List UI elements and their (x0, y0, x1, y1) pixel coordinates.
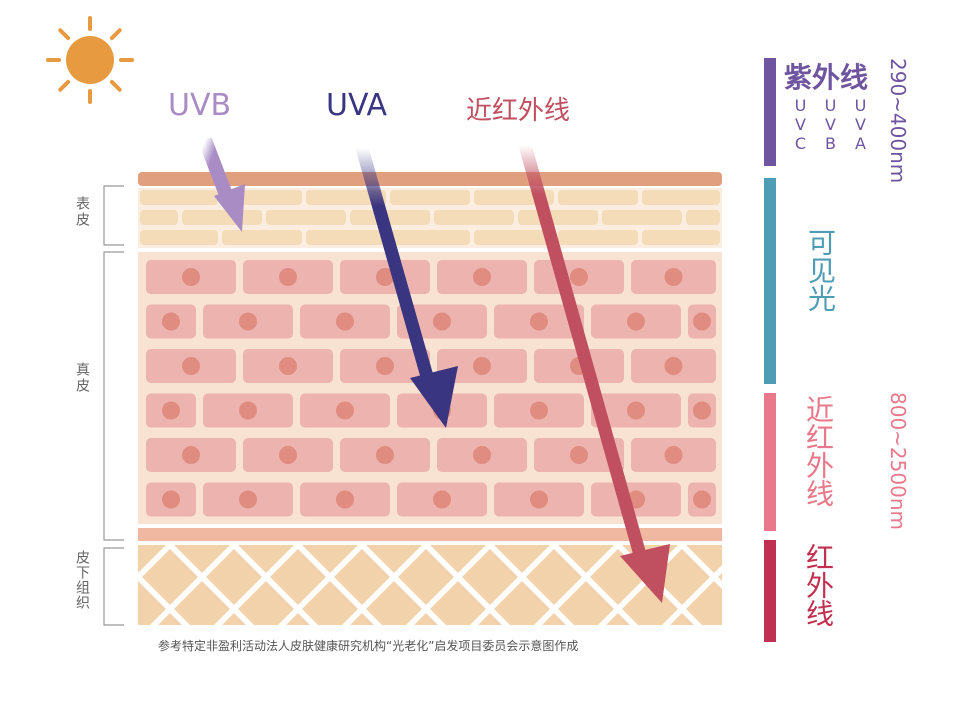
sun-ray (58, 28, 71, 41)
cell-nucleus (182, 268, 200, 286)
cell-nucleus (693, 490, 711, 509)
nir-label: 近红外线 (466, 96, 571, 126)
sun-ray (58, 79, 71, 92)
cell-nucleus (627, 312, 645, 331)
epidermis-cell (558, 230, 638, 245)
cell-nucleus (376, 268, 394, 286)
nir-title: 近红外线 (802, 395, 835, 507)
epidermis-cell (558, 190, 638, 205)
cell-nucleus (627, 401, 645, 420)
ir-band-bar (764, 540, 776, 642)
cell-nucleus (664, 268, 683, 286)
cell-nucleus (162, 312, 180, 331)
cell-nucleus (376, 446, 394, 464)
cell-nucleus (239, 312, 257, 331)
epidermis-cell (474, 230, 554, 245)
epidermis-cell (140, 210, 178, 225)
cell-nucleus (376, 357, 394, 375)
cell-nucleus (570, 268, 588, 286)
nir-band-bar (764, 393, 776, 531)
near-infrared-arrow (518, 143, 670, 603)
uva-sub-label: UVA (851, 96, 870, 153)
subcutis-label: 皮下组织 (74, 550, 90, 610)
cell-nucleus (239, 401, 257, 420)
uva-arrow (355, 146, 458, 428)
uv-range: 290~400nm (886, 58, 910, 184)
sun-ray (109, 79, 122, 92)
epidermis-label: 表皮 (74, 196, 90, 228)
uvc-label: UVC (791, 96, 810, 153)
nir-range: 800~2500nm (886, 392, 910, 530)
cell-nucleus (693, 401, 711, 420)
epidermis-cell (182, 210, 262, 225)
uvb-arrow (198, 137, 245, 232)
cell-nucleus (664, 446, 683, 464)
visible-band-bar (764, 178, 776, 384)
cell-nucleus (693, 312, 711, 331)
epidermis-cell (306, 190, 386, 205)
uv-band-bar (764, 58, 776, 166)
epidermis-cell (434, 210, 514, 225)
cell-nucleus (473, 446, 491, 464)
uv-title: 紫外线 (784, 61, 869, 94)
caption: 参考特定非盈利活动法人皮肤健康研究机构“光老化”启发项目委员会示意图作成 (158, 639, 579, 653)
uva-label: UVA (326, 88, 388, 123)
epidermis-cell (518, 210, 598, 225)
epidermis-cell (140, 190, 218, 205)
cell-nucleus (162, 401, 180, 420)
epidermis-cell (390, 230, 470, 245)
cell-nucleus (279, 268, 297, 286)
cell-nucleus (182, 357, 200, 375)
epidermis-cell (350, 210, 430, 225)
sun-icon (46, 16, 134, 104)
cell-nucleus (530, 490, 548, 509)
uvb-sub-label: UVB (821, 96, 840, 153)
skin-surface (138, 172, 722, 186)
epidermis-cell (266, 210, 346, 225)
uvb-label: UVB (168, 88, 232, 123)
cell-nucleus (182, 446, 200, 464)
cell-nucleus (239, 490, 257, 509)
cell-nucleus (162, 490, 180, 509)
cell-nucleus (530, 401, 548, 420)
epidermis-cell (390, 190, 470, 205)
cell-nucleus (530, 312, 548, 331)
cell-nucleus (473, 357, 491, 375)
dermis-label: 真皮 (74, 362, 90, 394)
epidermis-cell (642, 230, 720, 245)
cell-nucleus (336, 490, 354, 509)
epidermis-cell (306, 230, 386, 245)
cell-nucleus (664, 357, 683, 375)
cell-nucleus (433, 490, 451, 509)
epidermis-cell (602, 210, 682, 225)
sun-ray (109, 28, 122, 41)
epidermis-cell (642, 190, 720, 205)
ir-title: 红外线 (802, 543, 835, 627)
dermis-boundary (138, 528, 722, 541)
cell-nucleus (279, 446, 297, 464)
cell-nucleus (336, 312, 354, 331)
cell-nucleus (570, 446, 588, 464)
cell-nucleus (473, 268, 491, 286)
cell-nucleus (279, 357, 297, 375)
epidermis-cell (140, 230, 218, 245)
epidermis-cell (686, 210, 720, 225)
visible-title: 可见光 (804, 228, 837, 312)
epidermis-cell (222, 230, 302, 245)
layer-brackets (103, 185, 124, 626)
cell-nucleus (336, 401, 354, 420)
cell-nucleus (433, 312, 451, 331)
